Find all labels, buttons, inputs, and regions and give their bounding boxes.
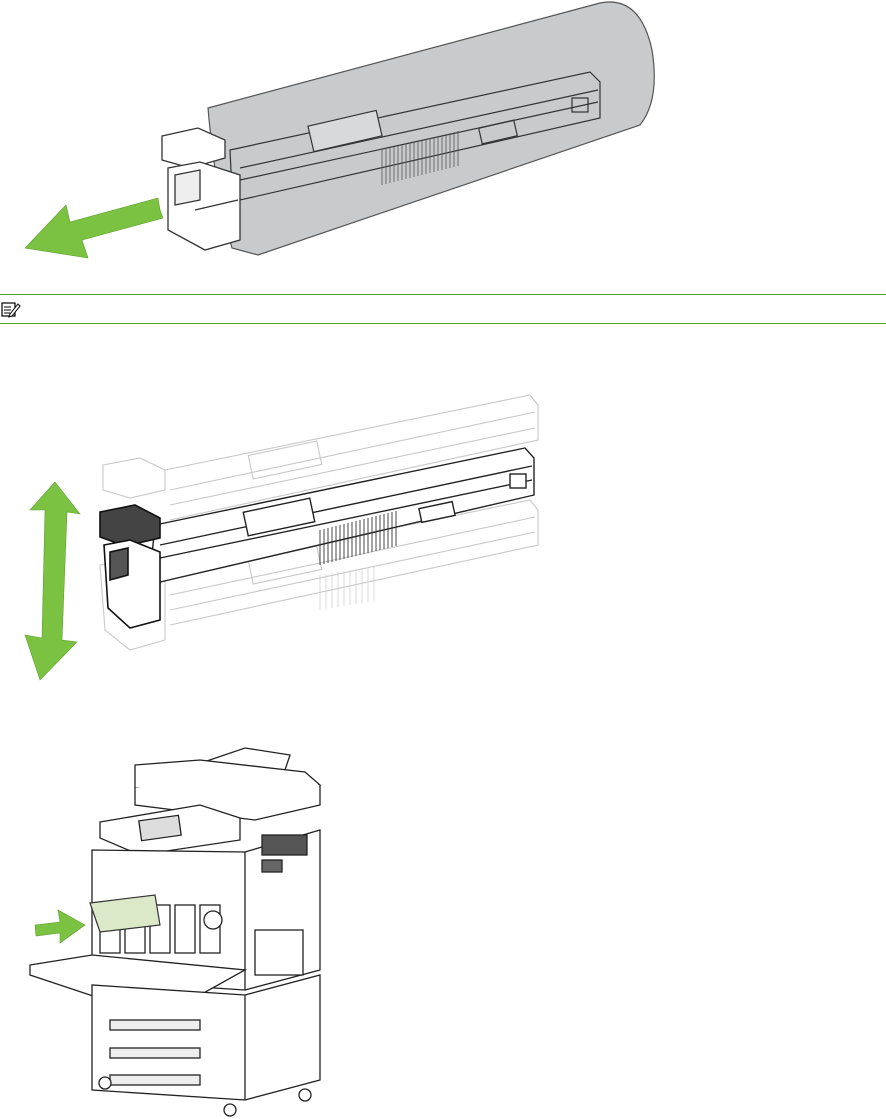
printer-insert-illustration [0,740,886,1119]
note-block [0,294,886,324]
cartridge-handle-main [100,505,160,628]
toner-cartridge-main [150,448,534,582]
release-knob [204,911,222,929]
pull-arrow [25,198,163,258]
side-panel [255,930,303,975]
protective-bag [208,2,654,255]
note-icon [1,301,21,318]
note-rule-top [0,294,886,295]
cartridge-bag-illustration [0,0,886,270]
insert-arrow [35,910,85,943]
cartridge-shake-illustration [0,380,886,690]
side-vent [262,835,307,855]
note-rule-bottom [0,323,886,324]
shake-arrow [25,482,80,680]
